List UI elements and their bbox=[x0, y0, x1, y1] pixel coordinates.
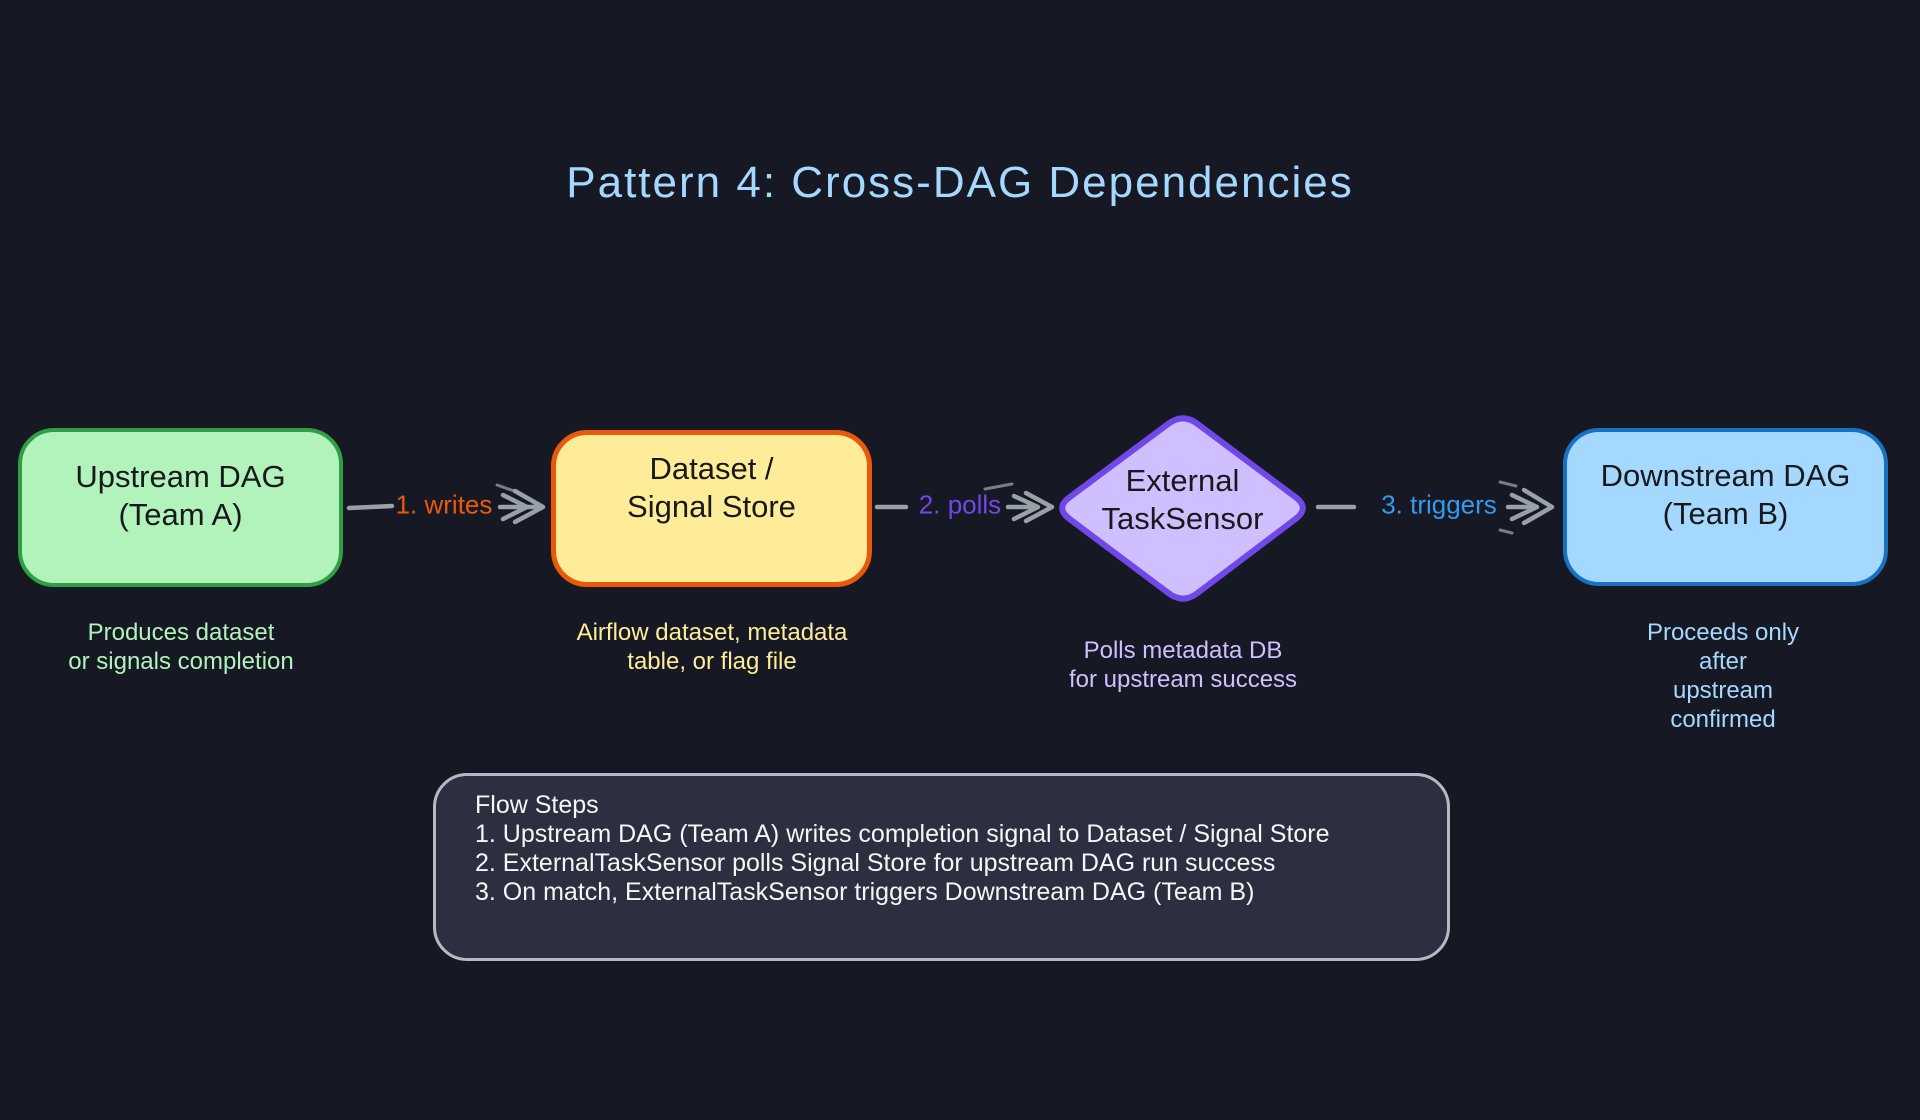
node-external-task-sensor: External TaskSensor bbox=[1053, 412, 1312, 605]
caption-external-task-sensor: Polls metadata DB for upstream success bbox=[1069, 636, 1297, 694]
node-signal-store: Dataset / Signal Store bbox=[551, 430, 872, 587]
arrowhead-icon bbox=[1521, 487, 1555, 526]
arrowhead-icon bbox=[512, 488, 546, 525]
caption-signal-store: Airflow dataset, metadata table, or flag… bbox=[577, 618, 848, 676]
node-label-line: Upstream DAG bbox=[75, 458, 286, 494]
flow-step: 2. ExternalTaskSensor polls Signal Store… bbox=[475, 849, 1276, 877]
caption-line: Produces dataset bbox=[87, 619, 275, 646]
edge-label-polls: 2. polls bbox=[918, 489, 1002, 520]
caption-line: Polls metadata DB bbox=[1083, 637, 1283, 664]
caption-line: for upstream success bbox=[1068, 666, 1298, 693]
node-label-line: External bbox=[1125, 462, 1240, 498]
flow-steps-panel: Flow Steps 1. Upstream DAG (Team A) writ… bbox=[433, 773, 1450, 961]
caption-line: Airflow dataset, metadata bbox=[576, 619, 848, 646]
node-label-line: Downstream DAG bbox=[1600, 458, 1851, 493]
node-label-line: TaskSensor bbox=[1101, 500, 1264, 536]
caption-line: Proceeds only after bbox=[1646, 619, 1800, 675]
flow-step: 1. Upstream DAG (Team A) writes completi… bbox=[475, 820, 1330, 848]
node-upstream-dag: Upstream DAG (Team A) bbox=[18, 428, 343, 587]
caption-downstream-dag: Proceeds only after upstream confirmed bbox=[1625, 618, 1822, 734]
node-label-line: (Team B) bbox=[1662, 496, 1789, 531]
caption-line: upstream confirmed bbox=[1670, 677, 1776, 733]
caption-line: or signals completion bbox=[68, 648, 294, 675]
edge-label-triggers: 3. triggers bbox=[1381, 489, 1497, 520]
flow-steps-heading: Flow Steps bbox=[475, 791, 599, 819]
arrowhead-icon bbox=[1023, 490, 1055, 524]
node-downstream-dag: Downstream DAG (Team B) bbox=[1563, 428, 1888, 586]
caption-line: table, or flag file bbox=[627, 648, 797, 675]
caption-upstream-dag: Produces dataset or signals completion bbox=[68, 618, 293, 676]
node-label-line: Signal Store bbox=[627, 488, 796, 524]
node-label-line: Dataset / bbox=[649, 450, 774, 486]
flow-step: 3. On match, ExternalTaskSensor triggers… bbox=[475, 878, 1255, 906]
node-label-line: (Team A) bbox=[118, 496, 243, 532]
edge-label-writes: 1. writes bbox=[395, 489, 493, 520]
diagram-title: Pattern 4: Cross-DAG Dependencies bbox=[566, 158, 1354, 207]
